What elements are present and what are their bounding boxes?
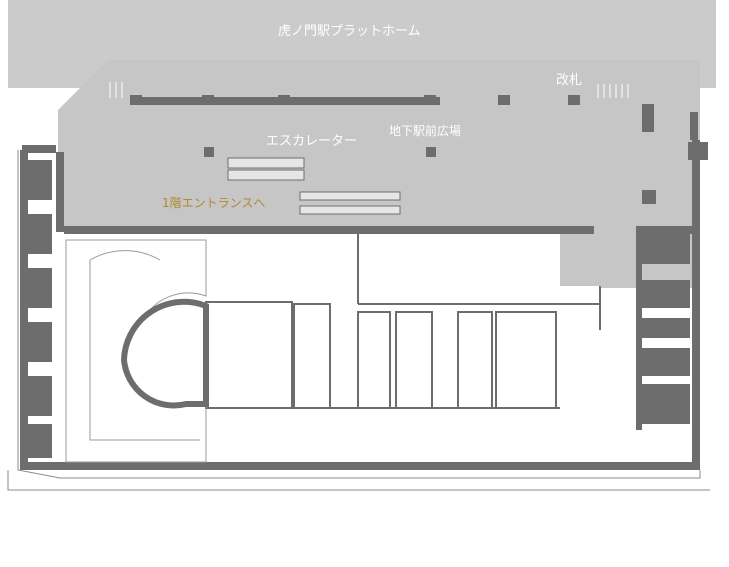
entrance-1f-label[interactable]: 1階エントランスへ (162, 196, 266, 210)
outer-walls (7, 150, 710, 491)
escalator-label: エスカレーター (266, 134, 358, 149)
underground-plaza-area (58, 60, 700, 286)
platform-label: 虎ノ門駅プラットホーム (278, 24, 421, 39)
structural-walls (20, 95, 708, 470)
ticket-gate-label: 改札 (556, 73, 583, 88)
ramp-core (120, 298, 209, 409)
ticket-gate-graphic (109, 82, 629, 98)
partitions (205, 234, 601, 409)
escalator-graphic (227, 157, 401, 215)
underground-plaza-label: 地下駅前広場 (389, 124, 462, 138)
